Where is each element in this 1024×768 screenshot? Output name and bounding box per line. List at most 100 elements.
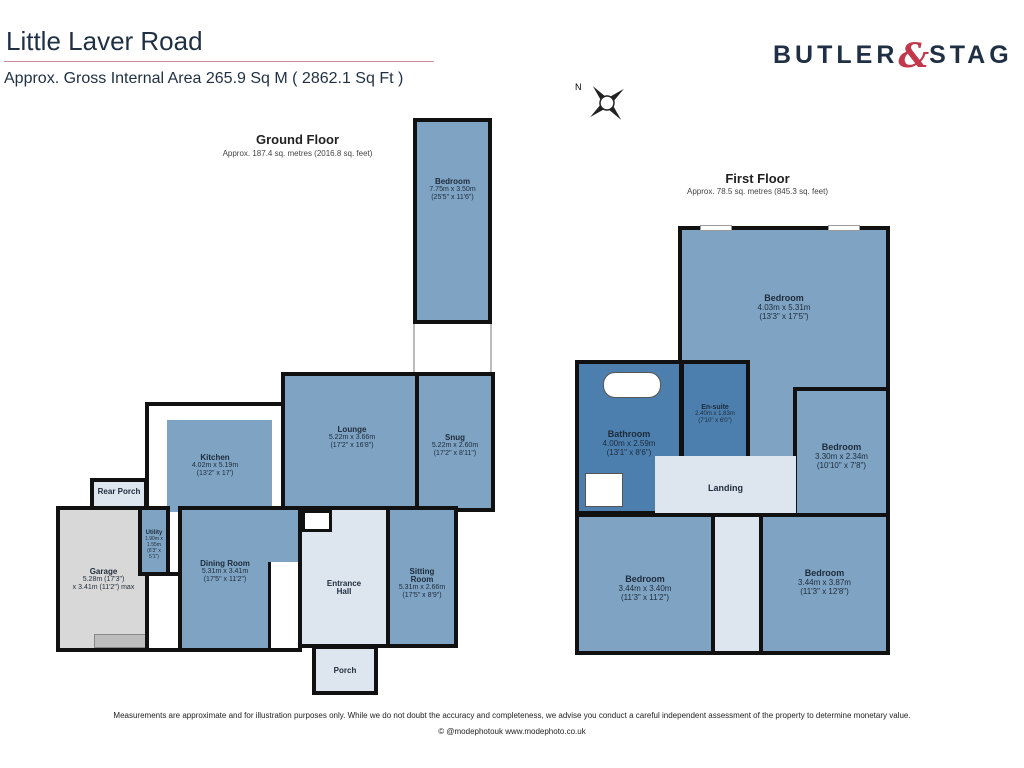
compass-rose-icon: N (575, 82, 624, 120)
room-label: En-suite (701, 404, 729, 411)
room-label: 5.28m (17'3") (82, 576, 125, 583)
room-label: 5.31m x 2.66m (398, 584, 446, 591)
room-label: 1.90m x 1.55m (145, 536, 163, 548)
room-label: 2.40m x 1.83m (695, 411, 735, 417)
logo-text-left: BUTLER (773, 41, 899, 69)
bathtub (603, 372, 661, 398)
disclaimer-text: Measurements are approximate and for ill… (113, 711, 911, 720)
room-label: 3.30m x 2.34m (815, 452, 868, 461)
annex-link (413, 324, 492, 374)
room-label: Bedroom (625, 574, 665, 584)
first-floor-title: First Floor (725, 171, 790, 186)
room-porch: Porch (312, 645, 378, 695)
room-label: Rear Porch (94, 488, 144, 496)
room-label: Porch (316, 667, 374, 675)
room-label: 5.22m x 3.66m (328, 434, 376, 441)
ground-floor-area: Approx. 187.4 sq. metres (2016.8 sq. fee… (222, 149, 373, 158)
room-label: 4.02m x 5.19m (191, 462, 239, 469)
property-title: Little Laver Road (6, 26, 203, 56)
room-label: Entrance Hall (302, 580, 386, 596)
room-label: Lounge (337, 425, 367, 434)
compass-north-label: N (575, 82, 582, 92)
room-label: (7'10" x 6'0") (698, 418, 732, 424)
logo-text-right: STAG (929, 41, 1013, 69)
photographer-credit: © @modephotouk www.modephoto.co.uk (438, 727, 586, 736)
room-label: 3.44m x 3.40m (618, 584, 672, 593)
room-label: (6'3" x 5'1") (147, 548, 161, 560)
ground-floor-title: Ground Floor (255, 132, 340, 147)
room-label: Sitting Room (409, 567, 435, 584)
room-label: Landing (708, 483, 743, 493)
logo-ampersand: & (898, 36, 930, 76)
room-label: (10'10" x 7'8") (816, 461, 867, 470)
room-label: 3.44m x 3.87m (798, 578, 851, 587)
room-label: (11'3" x 12'8") (800, 587, 849, 596)
room-label: 5.22m x 2.60m (431, 442, 479, 449)
shower-tray (585, 473, 623, 507)
room-label: Porch (333, 666, 357, 675)
room-label: 7.75m x 3.50m (429, 186, 476, 193)
room-label: (17'5" x 11'2") (203, 576, 247, 583)
room-label: x 3.41m (11'2") max (72, 584, 135, 591)
room-label: (17'2" x 16'8") (330, 442, 374, 449)
room-label: Entrance Hall (326, 579, 362, 596)
room-label: (11'3" x 11'2") (620, 593, 669, 602)
window (700, 225, 732, 231)
title-divider (4, 61, 434, 62)
room-label: Bedroom (804, 568, 845, 578)
room-label: (13'3" x 17'5") (759, 312, 809, 321)
first-floor-staircase (711, 513, 763, 655)
room-label: Bedroom (434, 177, 471, 186)
staircase (268, 562, 301, 648)
room-entrance-hall: Entrance Hall (298, 506, 390, 648)
room-label: (17'5" x 8'9") (402, 592, 442, 599)
room-label: Snug (445, 433, 465, 442)
room-label: Garage (89, 567, 118, 576)
room-label: Kitchen (200, 453, 230, 462)
gross-area: Approx. Gross Internal Area 265.9 Sq M (… (4, 70, 404, 87)
room-label: (17'2" x 8'11") (433, 450, 477, 457)
room-label: (13'1" x 8'6") (606, 448, 652, 457)
window (828, 225, 860, 231)
room-landing: Landing (655, 456, 796, 518)
room-label: Bedroom (764, 293, 804, 303)
first-floor-area: Approx. 78.5 sq. metres (845.3 sq. feet) (687, 187, 828, 196)
room-label: Bathroom (607, 429, 651, 439)
room-label: Utility (145, 530, 163, 536)
room-label: Bedroom (821, 442, 862, 452)
butler-stag-logo: BUTLER&STAG (773, 36, 1013, 76)
room-label: (13'2" x 17') (196, 470, 234, 477)
room-label: Dining Room (200, 559, 250, 568)
room-label: 5.31m x 3.41m (201, 568, 249, 575)
room-label: Rear Porch (97, 487, 141, 496)
room-label: 4.00m x 2.59m (602, 439, 656, 448)
room-label: 4.03m x 5.31m (757, 303, 811, 312)
room-label: Landing (655, 484, 796, 493)
